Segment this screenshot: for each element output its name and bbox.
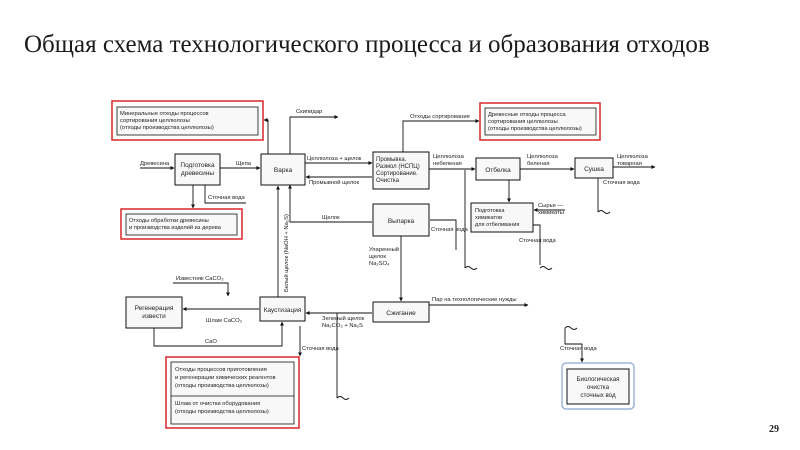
label-raw-chem-2: химикаты	[538, 210, 564, 216]
label-evap-2: щелок	[369, 254, 386, 260]
washing-line-3: Сортирование.	[376, 171, 418, 177]
label-ww-drying: Сточная вода	[603, 180, 641, 186]
box-evaporation: Выпарка	[372, 203, 430, 237]
washing-line-4: Очистка	[376, 178, 400, 184]
label-bleached-1: Целлюлоза	[527, 154, 559, 160]
woody-line-2: сортирования целлюлозы	[488, 119, 558, 125]
cooking-label: Варка	[274, 167, 293, 174]
label-unbleached-2: небеленая	[433, 161, 462, 167]
label-turpentine: Скипидар	[296, 109, 322, 115]
box-causticizing: Каустизация	[259, 296, 306, 322]
label-chips: Щепа	[236, 161, 252, 167]
box-burning: Сжигание	[372, 301, 430, 323]
washing-line-1: Промывка.	[376, 157, 407, 163]
evaporation-label: Выпарка	[388, 218, 415, 225]
label-ww-bio: Сточная вода	[560, 346, 598, 352]
sludge-line-2: (отходы производства целлюлозы)	[175, 409, 269, 415]
waste-box-wood-processing: Отходы обработки древесины и производств…	[120, 208, 243, 240]
box-chem-prep: Подготовка химикатов для отбеливания	[470, 202, 534, 233]
box-cooking: Варка	[260, 153, 306, 186]
box-drying: Сушка	[574, 157, 614, 179]
wood-processing-line-2: и производства изделий из дерева	[129, 224, 222, 231]
waste-box-chemical: Отходы процессов приготовления и регенер…	[165, 356, 300, 429]
label-wood: Древесина	[140, 161, 170, 167]
box-lime-regen: Регенерация извести	[125, 296, 183, 329]
label-evap-3: Na₂SO₄	[369, 261, 390, 267]
bio-line-2: очистка	[587, 384, 610, 391]
woody-line-1: Древесные отходы процесса	[488, 112, 566, 118]
page-number: 29	[769, 424, 779, 435]
washing-line-2: Размол (НСПЦ)	[376, 164, 420, 170]
label-liquor: Щелок	[322, 215, 340, 221]
bio-line-1: Биологическая	[576, 376, 619, 383]
lime-regen-line-1: Регенерация	[135, 305, 174, 312]
box-bio-treatment: Биологическая очистка сточных вод	[561, 362, 635, 410]
chemical-line-1: Отходы процессов приготовления	[175, 367, 267, 373]
label-raw-chem-1: Сырье —	[538, 203, 563, 209]
connectors	[140, 114, 656, 398]
label-evap-1: Упаренный	[369, 246, 399, 253]
label-unbleached-1: Целлюлоза	[433, 154, 465, 160]
label-ww-causticizing: Сточная вода	[302, 346, 340, 352]
label-market-1: Целлюлоза	[617, 154, 649, 160]
mineral-line-1: Минеральные отходы процессов	[120, 111, 209, 117]
flow-labels: Древесина Щепа Скипидар Отходы сортирова…	[140, 109, 649, 352]
waste-water-squiggles	[336, 210, 611, 400]
label-ww-chem-prep: Сточная вода	[519, 238, 557, 244]
label-cao: CaO	[205, 339, 217, 345]
wood-prep-line-1: Подготовка	[180, 162, 215, 169]
label-pulp-liquor: Целлюлоза + щелок	[307, 156, 362, 162]
causticizing-label: Каустизация	[264, 307, 302, 314]
drying-label: Сушка	[584, 166, 604, 173]
box-washing: Промывка. Размол (НСПЦ) Сортирование. Оч…	[372, 151, 430, 190]
label-sorting-waste: Отходы сортирования	[410, 114, 470, 120]
label-white-liquor: Белый щелок (NaOH + Na₂S)	[283, 214, 290, 292]
box-bleaching: Отбелка	[475, 157, 521, 181]
sludge-line-1: Шлам от очистки оборудования	[175, 401, 260, 407]
chem-prep-line-2: химикатов	[475, 215, 502, 221]
burning-label: Сжигание	[386, 310, 416, 317]
mineral-line-3: (отходы производства целлюлозы)	[120, 125, 214, 131]
label-bleached-2: беленая	[527, 161, 549, 167]
waste-box-mineral: Минеральные отходы процессов сортировани…	[111, 100, 264, 141]
bio-line-3: сточных вод	[580, 392, 616, 399]
label-limestone: Известняк CaCO₃	[176, 276, 224, 282]
bleaching-label: Отбелка	[485, 166, 511, 174]
label-green-1: Зеленый щелок	[322, 315, 365, 322]
box-wood-prep: Подготовка древесины	[174, 153, 221, 186]
chemical-line-2: и регенерации химических реагентов	[175, 375, 276, 381]
woody-line-3: (отходы производства целлюлозы)	[488, 126, 582, 132]
lime-regen-line-2: извести	[142, 313, 166, 320]
chem-prep-line-1: Подготовка	[475, 208, 505, 214]
wood-processing-line-1: Отходы обработки древесины	[129, 218, 209, 224]
label-steam: Пар на технологические нужды	[432, 297, 517, 303]
label-caco3-sludge: Шлам CaCO₃	[206, 318, 243, 324]
mineral-line-2: сортирования целлюлозы	[120, 118, 190, 124]
chem-prep-line-3: для отбеливания	[475, 222, 519, 228]
waste-box-woody: Древесные отходы процесса сортирования ц…	[479, 102, 601, 141]
chemical-line-3: (отходы производства целлюлозы)	[175, 383, 269, 389]
page-title: Общая схема технологического процесса и …	[24, 31, 710, 58]
label-washed-liquor: Промывной щелок	[309, 179, 360, 186]
label-ww-wood-prep: Сточная вода	[208, 195, 246, 201]
label-green-2: Na₂CO₃ + Na₂S	[322, 323, 363, 329]
label-market-2: товарная	[617, 161, 642, 167]
wood-prep-line-2: древесины	[181, 170, 214, 177]
label-ww-evaporation: Сточная вода	[431, 227, 469, 233]
